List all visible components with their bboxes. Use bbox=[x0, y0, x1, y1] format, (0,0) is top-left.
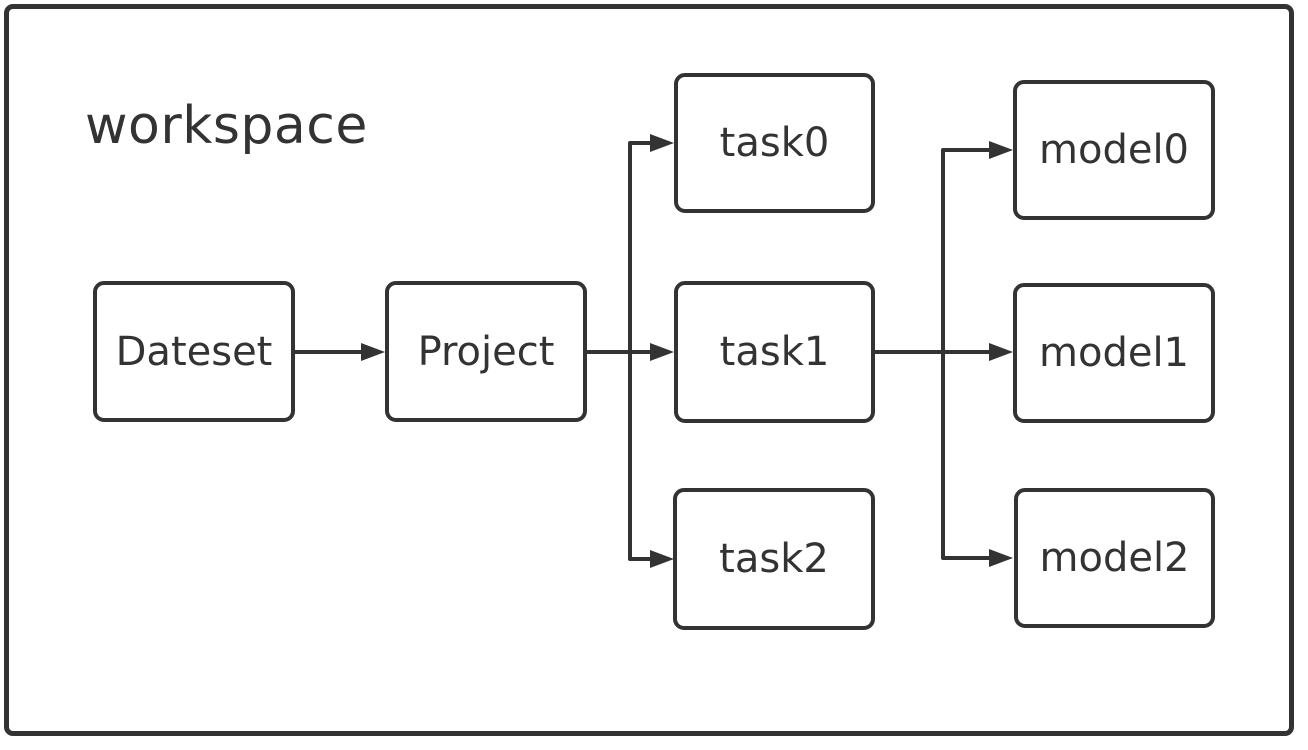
edge-project-task-branch bbox=[628, 141, 652, 561]
arrowhead-into-project bbox=[361, 343, 385, 361]
arrowhead-into-task2 bbox=[650, 550, 674, 568]
edge-task1-model-branch bbox=[941, 148, 991, 560]
workspace-title: workspace bbox=[85, 96, 368, 156]
node-model1: model1 bbox=[1013, 283, 1215, 423]
node-model1-label: model1 bbox=[1039, 330, 1189, 376]
node-task1: task1 bbox=[674, 281, 875, 423]
node-task2: task2 bbox=[673, 488, 875, 630]
node-task0: task0 bbox=[674, 73, 875, 213]
arrowhead-into-task0 bbox=[650, 134, 674, 152]
node-task1-label: task1 bbox=[719, 329, 830, 375]
node-model2-label: model2 bbox=[1039, 535, 1190, 581]
node-model2: model2 bbox=[1014, 488, 1215, 628]
arrowhead-into-model2 bbox=[989, 549, 1013, 567]
node-project: Project bbox=[385, 281, 587, 422]
node-task0-label: task0 bbox=[719, 120, 830, 166]
arrowhead-into-model0 bbox=[989, 141, 1013, 159]
node-model0: model0 bbox=[1013, 80, 1215, 220]
arrowhead-into-model1 bbox=[989, 343, 1013, 361]
arrowhead-into-task1 bbox=[650, 343, 674, 361]
node-project-label: Project bbox=[417, 328, 555, 375]
node-dateset-label: Dateset bbox=[115, 328, 273, 375]
node-dateset: Dateset bbox=[93, 281, 295, 422]
node-model0-label: model0 bbox=[1039, 127, 1189, 173]
node-task2-label: task2 bbox=[719, 536, 829, 582]
